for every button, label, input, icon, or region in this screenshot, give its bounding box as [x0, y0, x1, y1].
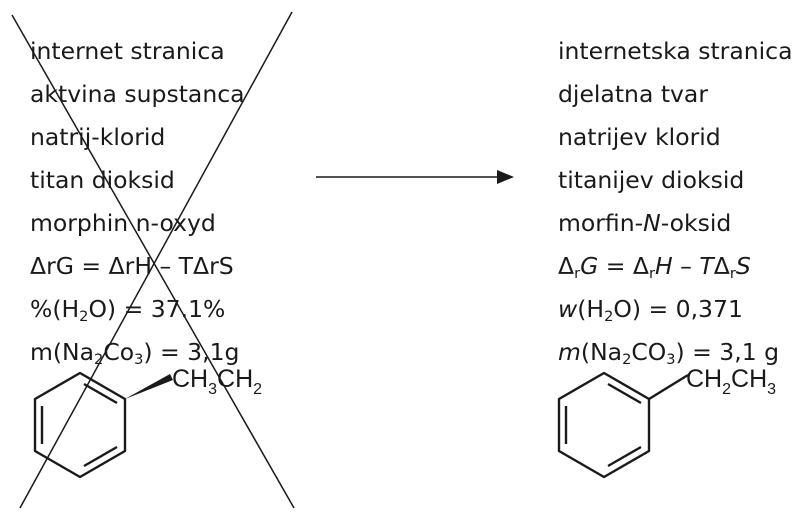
line-text: internetska stranica [558, 37, 793, 65]
line-text: Co [103, 338, 135, 366]
line-text: (H [577, 295, 605, 323]
subscript-text: r [729, 265, 736, 283]
subscript-text: 2 [94, 351, 104, 369]
correct-column: internetska stranica djelatna tvar natri… [558, 30, 792, 374]
benzene-ring [33, 371, 127, 479]
incorrect-line: aktvina supstanca [30, 73, 245, 116]
arrow-head-icon [497, 170, 514, 184]
incorrect-column: internet stranica aktvina supstanca natr… [30, 30, 245, 374]
line-text: morphin n-oxyd [30, 209, 216, 237]
correct-line: w(H2O) = 0,371 [558, 288, 792, 331]
line-text: CO [631, 338, 667, 366]
line-text: ) = 3,1g [143, 338, 240, 366]
line-text: morfin- [558, 209, 644, 237]
line-text: w [558, 295, 578, 323]
cross-out-line [11, 14, 295, 509]
subscript-text: r [574, 265, 581, 283]
ring-double-bond [83, 445, 118, 468]
ring-double-bond [83, 382, 118, 405]
line-text: N [643, 209, 661, 237]
subscript-text: 2 [79, 308, 89, 326]
line-text: = Δ [598, 252, 650, 280]
cross-out-line [19, 11, 293, 509]
incorrect-ethyl-label: CH3CH2 [172, 365, 262, 398]
line-text: Δ [713, 252, 730, 280]
line-text: internet stranica [30, 37, 225, 65]
ring-double-bond [607, 445, 642, 468]
line-text: m(Na [30, 338, 95, 366]
single-bond [648, 373, 689, 401]
line-text: -oksid [660, 209, 732, 237]
correct-line: ΔrG = ΔrH – TΔrS [558, 245, 792, 288]
line-text: djelatna tvar [558, 80, 708, 108]
line-text: natrij-klorid [30, 123, 166, 151]
line-text: T [699, 252, 714, 280]
line-text: S [735, 252, 751, 280]
correct-line: titanijev dioksid [558, 159, 792, 202]
incorrect-line: natrij-klorid [30, 116, 245, 159]
subscript-text: 2 [622, 351, 632, 369]
incorrect-line: ΔrG = ΔrH – TΔrS [30, 245, 245, 288]
correct-line: djelatna tvar [558, 73, 792, 116]
wedge-bond [125, 374, 173, 399]
line-text: O) = 0,371 [613, 295, 743, 323]
incorrect-line: titan dioksid [30, 159, 245, 202]
line-text: m [558, 338, 581, 366]
subscript-text: 2 [604, 308, 614, 326]
incorrect-benzene-structure [33, 371, 127, 479]
line-text: titan dioksid [30, 166, 175, 194]
line-text: ΔrG = ΔrH – TΔrS [30, 252, 234, 280]
line-text: (Na [580, 338, 623, 366]
subscript-text: 3 [666, 351, 676, 369]
correct-ethyl-label: CH2CH3 [686, 365, 776, 398]
line-text: natrijev klorid [558, 123, 721, 151]
incorrect-line: m(Na2Co3) = 3,1g [30, 331, 245, 374]
subscript-text: 3 [134, 351, 144, 369]
ring-double-bond [607, 382, 642, 405]
incorrect-line: morphin n-oxyd [30, 202, 245, 245]
line-text: aktvina supstanca [30, 80, 245, 108]
subscript-text: r [649, 265, 656, 283]
line-text: titanijev dioksid [558, 166, 745, 194]
benzene-ring [557, 371, 651, 479]
line-text: H [655, 252, 673, 280]
correct-line: morfin-N-oksid [558, 202, 792, 245]
correct-line: m(Na2CO3) = 3,1 g [558, 331, 792, 374]
correct-benzene-structure [557, 371, 689, 479]
line-text: G [580, 252, 599, 280]
correct-line: internetska stranica [558, 30, 792, 73]
correct-line: natrijev klorid [558, 116, 792, 159]
line-text: – [672, 252, 700, 280]
line-text: O) = 37.1% [88, 295, 226, 323]
incorrect-line: internet stranica [30, 30, 245, 73]
incorrect-line: %(H2O) = 37.1% [30, 288, 245, 331]
line-text: Δ [558, 252, 575, 280]
line-text: %(H [30, 295, 80, 323]
line-text: ) = 3,1 g [675, 338, 780, 366]
